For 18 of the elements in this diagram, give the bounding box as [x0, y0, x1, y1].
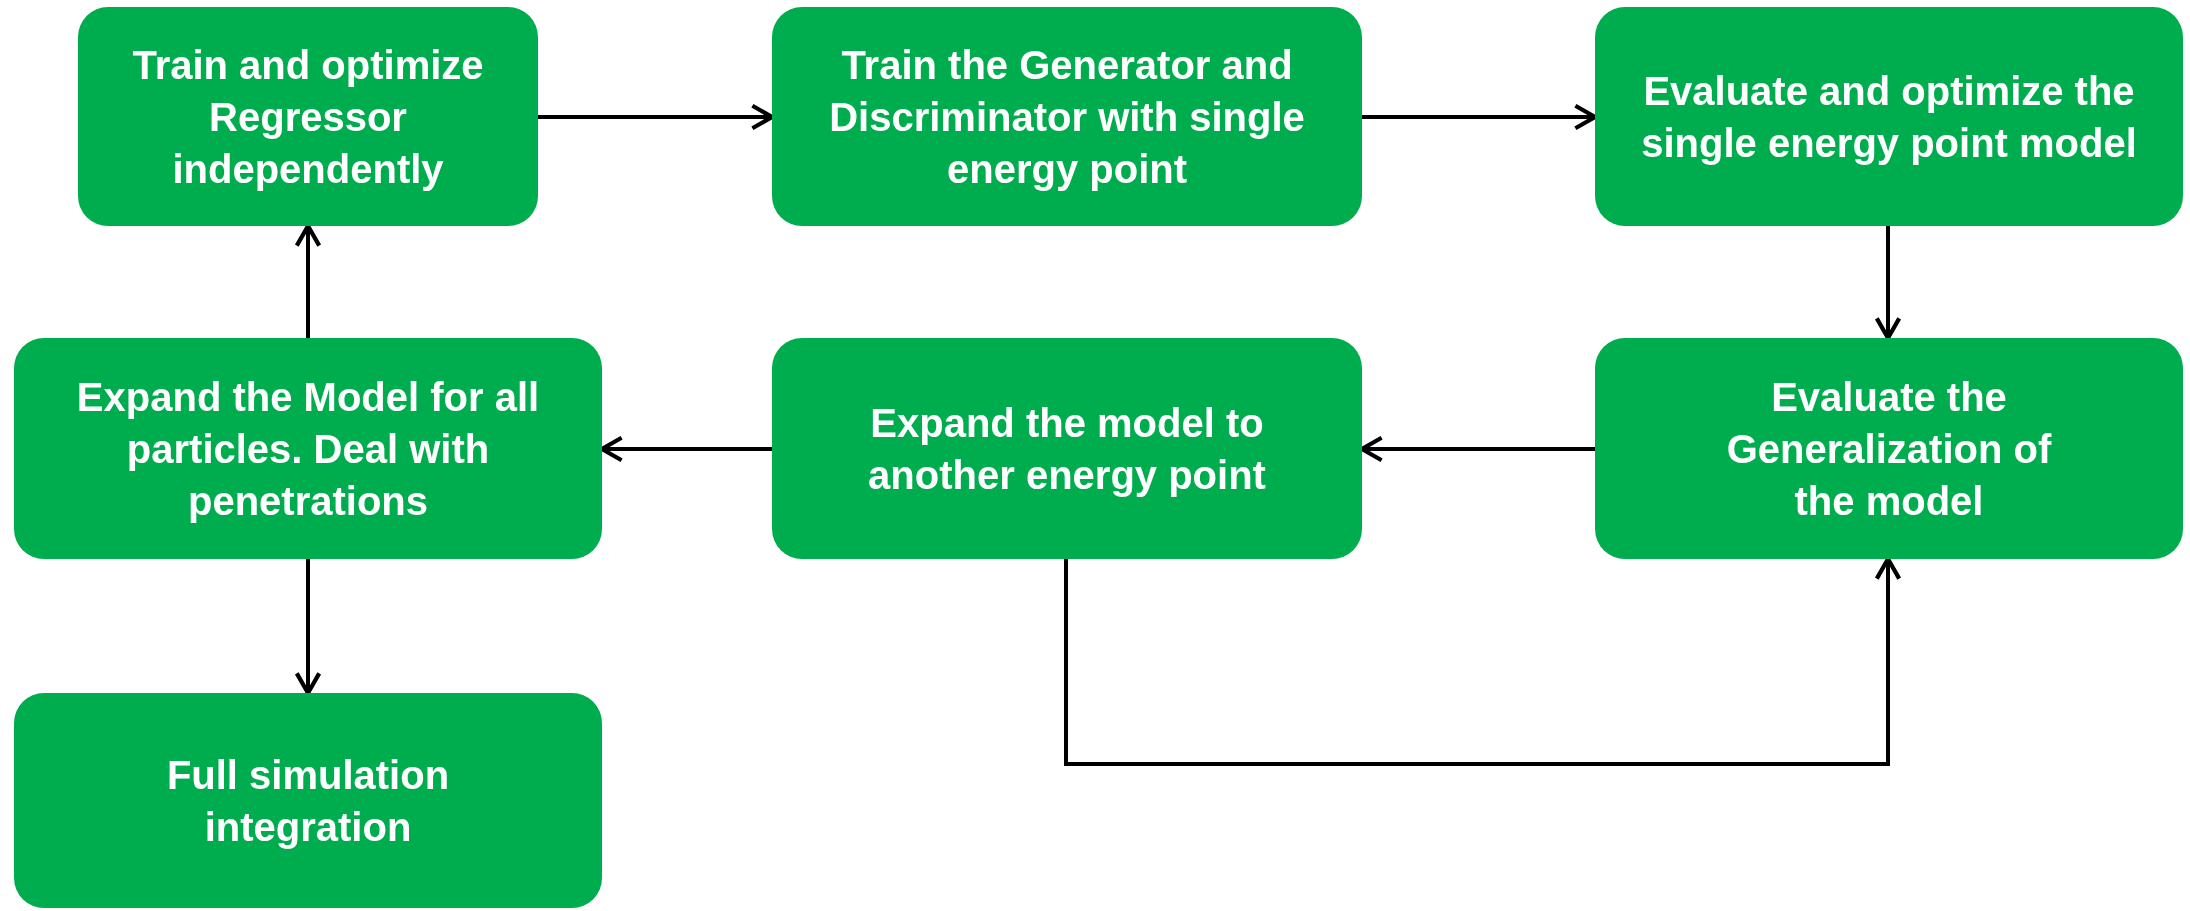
- process-box: [772, 338, 1362, 559]
- process-box: [14, 693, 602, 908]
- arrow: [1874, 226, 1902, 341]
- arrow: [294, 559, 322, 696]
- step-text: Expand the model to another energy point: [867, 399, 1267, 499]
- process-box: [14, 338, 602, 559]
- process-box: [78, 7, 538, 226]
- step-text: Evaluate the Generalization of the model: [1725, 373, 2053, 525]
- process-box: [772, 7, 1362, 226]
- step-text: Train the Generator and Discriminator with single energy point: [828, 41, 1306, 193]
- process-box: [1595, 7, 2183, 226]
- process-box: [1595, 338, 2183, 559]
- step-text: Expand the Model for all particles. Deal with penetrations: [75, 373, 541, 525]
- arrow: [294, 223, 322, 338]
- arrow: [1064, 556, 1902, 766]
- step-text: Full simulation integration: [165, 751, 451, 851]
- step-text: Evaluate and optimize the single energy point model: [1640, 67, 2138, 167]
- step-text: Train and optimize Regressor independently: [131, 41, 485, 193]
